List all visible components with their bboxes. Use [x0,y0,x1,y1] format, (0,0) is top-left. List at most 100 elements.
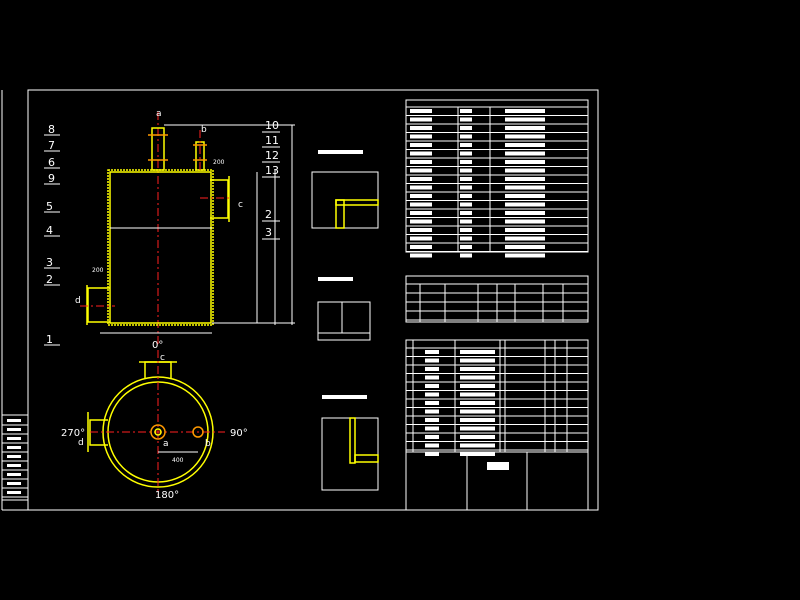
table-cell-text [460,409,495,414]
nozzle-d-label: d [75,296,81,306]
table-cell-text [410,202,432,207]
dim-nozzle-c: 200 [213,159,225,166]
table-cell-text [460,375,495,380]
table-cell-text [425,418,439,422]
angle-0: 0° [152,340,163,351]
plan-c-label: c [160,353,165,363]
callout-12: 12 [265,149,279,162]
table-cell-text [425,452,439,456]
table-cell-text [425,392,439,397]
table-cell-text [505,228,545,232]
plan-a-label: a [163,439,169,449]
table-cell-text [505,245,545,249]
table-cell-text [460,367,495,371]
table-cell-text [505,211,545,215]
table-cell-text [410,245,432,249]
nozzle-b-label: b [201,125,207,135]
table-cell-text [505,134,545,139]
table-cell-text [460,185,472,190]
table-cell-text [460,194,472,198]
table-cell-text [505,185,545,190]
title-block-text [487,462,509,470]
callout-3: 3 [265,226,272,239]
table-cell-text [460,426,495,431]
callout-4: 4 [46,224,53,237]
table-cell-text [410,134,432,139]
table-cell-text [425,409,439,414]
table-cell-text [425,443,439,448]
table-cell-text [410,126,432,130]
table-cell-text [460,168,472,173]
table-cell-text [460,452,495,456]
weld-details [311,150,379,491]
table-cell-text [505,151,545,156]
table-cell-text [425,375,439,380]
table-cell-text [460,219,472,224]
table-cell-text [505,109,545,113]
table-cell-text [505,143,545,147]
design-data-table [405,99,589,511]
angle-90: 90° [230,428,248,439]
table-cell-text [410,109,432,113]
callout-8: 8 [48,123,55,136]
table-cell-text [460,177,472,181]
table-cell-text [460,384,495,388]
table-cell-text [505,160,545,164]
callout-9: 9 [48,172,55,185]
nozzle-a-label: a [156,109,162,119]
table-cell-text [410,219,432,224]
table-cell-text [425,401,439,405]
table-cell-text [425,426,439,431]
table-cell-text [460,236,472,241]
table-cell-text [505,236,545,241]
table-cell-text [460,443,495,448]
table-cell-text [460,151,472,156]
callout-11: 11 [265,134,279,147]
callout-1: 1 [46,333,53,346]
table-cell-text [460,253,472,258]
table-cell-text [505,126,545,130]
table-cell-text [460,228,472,232]
table-cell-text [425,350,439,354]
drawing-frame [1,89,599,511]
table-cell-text [410,253,432,258]
table-cell-text [505,253,545,258]
callout-7: 7 [48,139,55,152]
plan-d-label: d [78,438,84,448]
table-cell-text [425,435,439,439]
table-cell-text [460,117,472,122]
table-cell-text [460,143,472,147]
table-cell-text [460,211,472,215]
callout-3: 3 [46,256,53,269]
callout-5: 5 [46,200,53,213]
table-cell-text [460,160,472,164]
table-cell-text [425,384,439,388]
table-cell-text [410,211,432,215]
table-cell-text [425,358,439,363]
table-cell-text [460,350,495,354]
table-cell-text [505,219,545,224]
table-cell-text [505,117,545,122]
table-cell-text [505,202,545,207]
table-cell-text [410,236,432,241]
table-cell-text [460,245,472,249]
angle-270: 270° [61,428,85,439]
table-cell-text [410,143,432,147]
table-cell-text [410,160,432,164]
table-cell-text [460,358,495,363]
table-cell-text [410,228,432,232]
callout-2: 2 [265,208,272,221]
plan-b-label: b [205,439,211,449]
table-cell-text [460,202,472,207]
table-cell-text [410,117,432,122]
table-cell-text [460,134,472,139]
table-cell-text [410,168,432,173]
table-cell-text [425,367,439,371]
table-cell-text [460,109,472,113]
table-cell-text [410,185,432,190]
dim-ab-spacing: 400 [172,457,184,464]
table-cell-text [460,435,495,439]
nozzle-c-label: c [238,200,243,210]
